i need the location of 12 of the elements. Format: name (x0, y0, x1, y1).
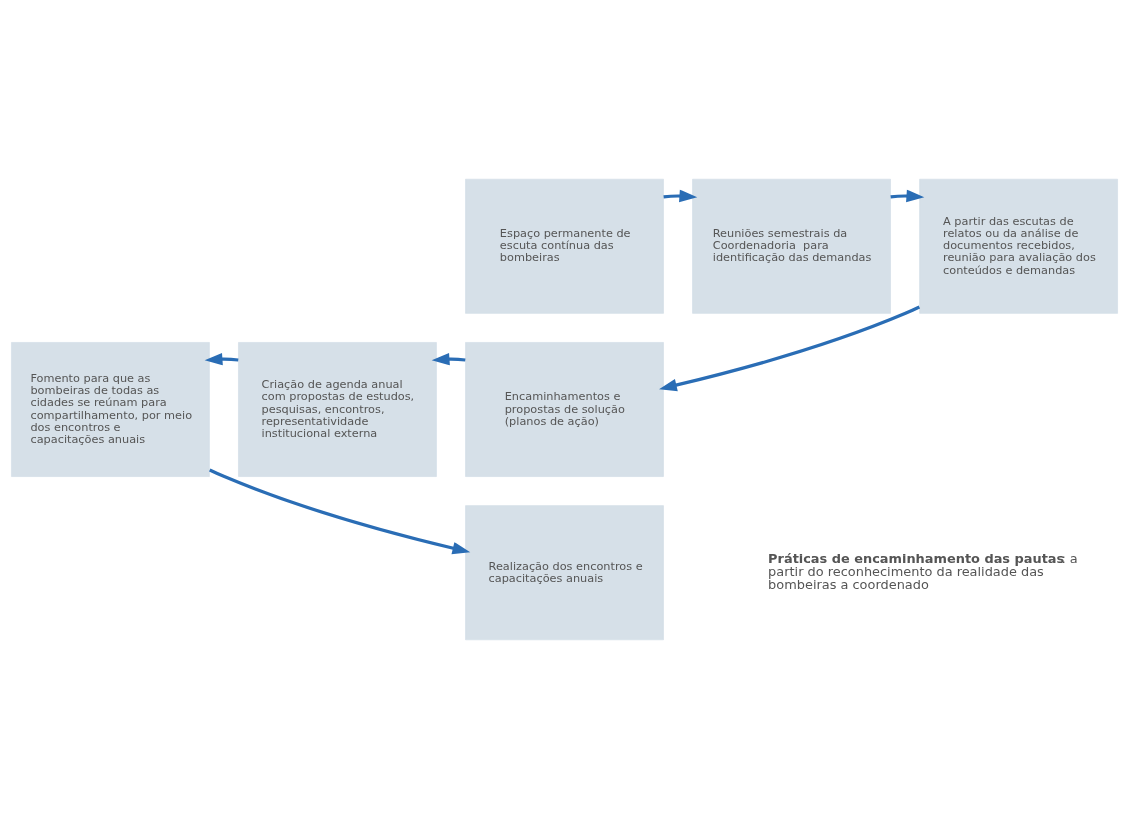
label: Práticas de encaminhamento das pautas: a partir do reconhecimento da realidade das bombeiras a coordenado (768, 550, 1078, 592)
arrow (890, 189, 925, 203)
node-box: Criação de agenda anual com propostas de estudos, pesquisas, encontros, representatividade institucional externa (238, 342, 437, 477)
arrow (209, 468, 471, 555)
node-box: Espaço permanente de escuta contínua das bombeiras (465, 178, 664, 314)
node-box: Fomento para que as bombeiras de todas as cidades se reúnam para compartilhamento, por meio dos encontros e capacitações anuais (11, 342, 210, 477)
arrow (663, 189, 698, 203)
node-box: Realização dos encontros e capacitações anuais (465, 505, 664, 641)
node-box: Encaminhamentos e propostas de solução (planos de ação) (465, 342, 664, 477)
node-box: A partir das escutas de relatos ou da análise de documentos recebidos, reunião para avaliação dos conteúdos e demandas (919, 178, 1118, 314)
arrow (659, 305, 921, 392)
node-box: Reuniões semestrais da Coordenadoria para identificação das demandas (692, 178, 891, 314)
